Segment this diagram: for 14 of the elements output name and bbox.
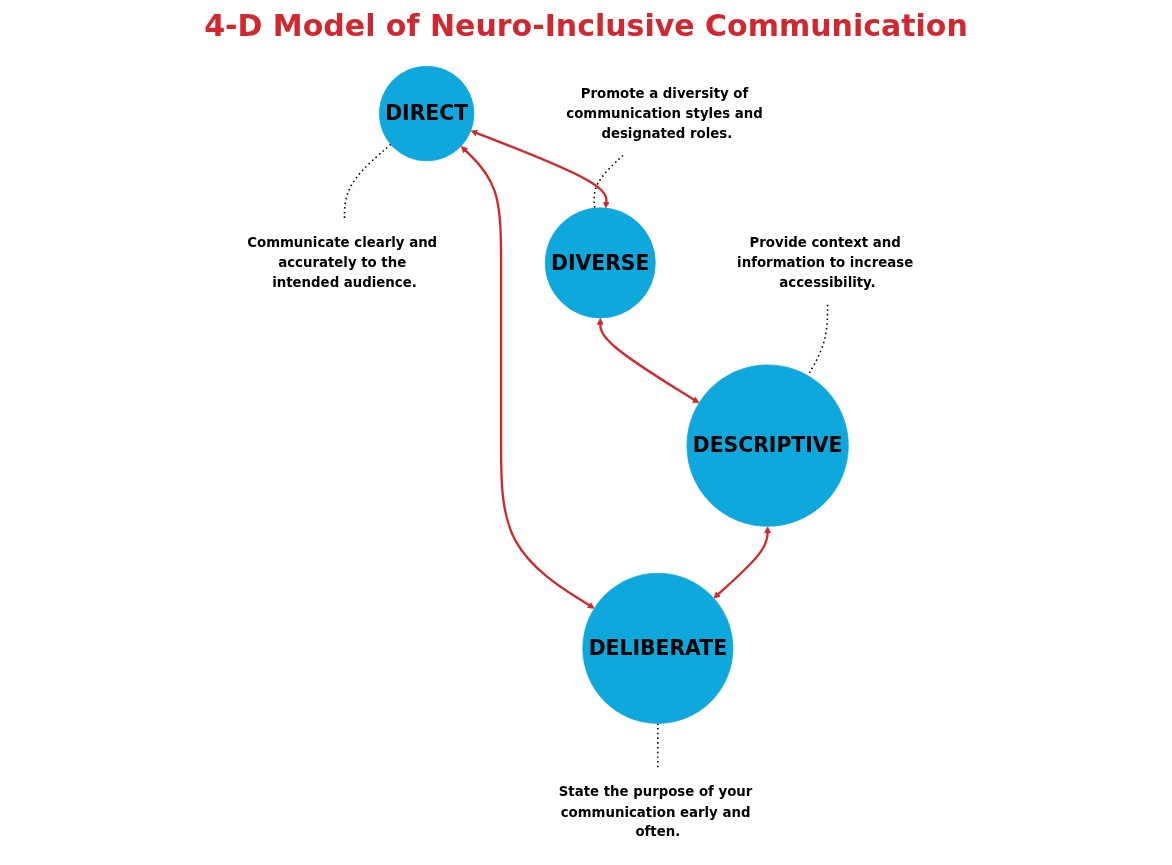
node-circle: DESCRIPTIVE [686,364,849,527]
arrow [470,129,610,209]
node-circle: DIRECT [378,65,475,162]
node-text: Communicate clearly and accurately to the intended audience. [247,234,438,291]
arrow [460,146,595,609]
arrow [596,317,700,404]
node-circle: DIVERSE [544,207,656,319]
node-circle: DELIBERATE [582,572,734,724]
node-text: State the purpose of your communication early and often. [558,783,753,840]
arrow [713,526,772,599]
diagram-title: 4-D Model of Neuro-Inclusive Communication [203,8,969,43]
node-text: Provide context and information to increase accessibility. [737,234,914,291]
connector [593,154,624,209]
node-text: Promote a diversity of communication styles and designated roles. [566,85,763,141]
